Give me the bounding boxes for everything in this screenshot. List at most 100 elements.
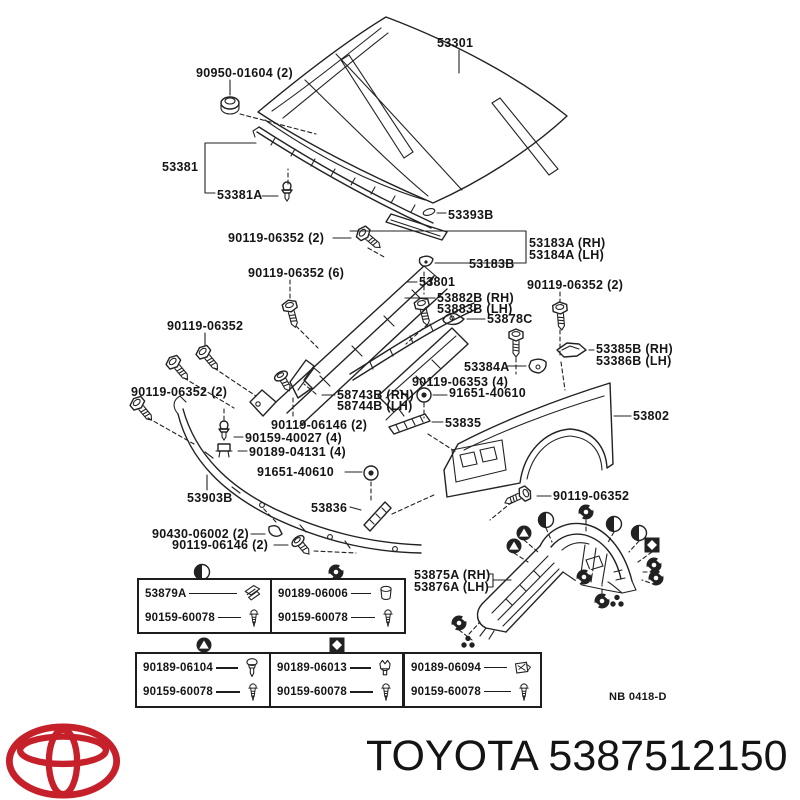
label-91651-40610-lower: 91651-40610 [257, 465, 334, 479]
assembly-dashed-lines [147, 113, 657, 641]
label-53385b: 53385B (RH) [596, 342, 673, 356]
part-number: 90159-60078 [277, 686, 347, 698]
fastener-table-cell-2-2: 90189-06013 90159-60078 [269, 652, 404, 708]
table-row: 90159-60078 [411, 680, 534, 704]
crown-nut-icon [379, 659, 391, 676]
label-53876a: 53876A (LH) [414, 580, 490, 594]
label-90950-01604: 90950-01604 (2) [196, 66, 293, 80]
label-53875a: 53875A (RH) [414, 568, 491, 582]
label-90119-06353: 90119-06353 (4) [412, 375, 509, 389]
hood-moulding-53381 [252, 126, 434, 229]
fender-liner-53875 [476, 522, 637, 640]
table-row: 90189-06104 [143, 656, 263, 680]
three-dots-symbol-icon [461, 635, 475, 648]
strip-53836 [363, 501, 392, 532]
table-row: 53879A [145, 583, 264, 605]
table-row: 90159-60078 [143, 680, 263, 704]
label-53835: 53835 [445, 416, 482, 430]
screw-icon [248, 683, 258, 701]
screw-icon [272, 368, 297, 395]
half-circle-symbol-icon [605, 515, 623, 533]
screw-icon [249, 608, 259, 627]
grommet-91651-icon [363, 465, 379, 481]
label-53381: 53381 [162, 160, 199, 174]
label-90189-04131: 90189-04131 (4) [249, 445, 346, 459]
screw-icon [289, 532, 315, 560]
leader-line [484, 690, 511, 693]
label-53903b: 53903B [187, 491, 233, 505]
fastener-table-cell-1-1: 53879A 90159-60078 [137, 578, 272, 634]
triangle-circle-symbol-icon [506, 538, 522, 554]
grommet-91651-icon [416, 387, 432, 403]
part-number: 90159-60078 [278, 611, 348, 624]
fastener-table-cell-2-3: 90189-06094 90159-60078 [403, 652, 542, 708]
bolt-icon [280, 297, 303, 330]
label-58744b: 58744B (LH) [337, 399, 413, 413]
label-53384a: 53384A [464, 360, 510, 374]
hood-panel-53301 [257, 16, 568, 204]
bolt-icon [163, 352, 194, 385]
label-53836: 53836 [311, 501, 348, 515]
label-90119-06352-right: 90119-06352 (2) [527, 278, 624, 292]
part-number: 90189-06104 [143, 662, 213, 674]
label-90119-06352-left: 90119-06352 [167, 319, 244, 333]
label-90430-06002: 90430-06002 (2) [152, 527, 249, 541]
brand-name: TOYOTA [366, 732, 537, 780]
notched-circle-symbol-icon [576, 503, 596, 521]
label-90119-06352-right-mid: 90119-06352 [553, 489, 630, 503]
label-53882b: 53882B (RH) [437, 291, 514, 305]
label-53393b: 53393B [448, 208, 494, 222]
leader-line [351, 592, 371, 595]
label-53183a: 53183A (RH) [529, 236, 606, 250]
label-53386b: 53386B (LH) [596, 354, 672, 368]
leader-line [189, 592, 237, 595]
rivet-icon [246, 658, 258, 678]
fastener-table-cell-2-1: 90189-06104 90159-60078 [135, 652, 271, 708]
table-row: 90159-60078 [277, 680, 396, 704]
notched-circle-symbol-icon [449, 614, 469, 632]
fastener-table-cell-1-2: 90189-06006 90159-60078 [270, 578, 406, 634]
grommet-90950-icon [220, 96, 240, 115]
bolt-icon [412, 295, 435, 328]
fender-53802 [443, 382, 614, 498]
bolt-icon [508, 328, 524, 358]
notched-circle-symbol-icon [574, 568, 594, 586]
label-90119-06146-lower: 90119-06146 (2) [172, 538, 269, 552]
part-number: 90159-60078 [143, 686, 213, 698]
diamond-square-symbol-icon [644, 537, 660, 553]
part-number: 90189-06013 [277, 662, 347, 674]
leader-line [216, 667, 238, 669]
bolt-icon [501, 483, 535, 510]
clip-53878c [442, 312, 465, 326]
half-circle-symbol-icon [630, 524, 648, 542]
pad-53393b [422, 208, 436, 216]
square-clip-icon [514, 661, 532, 674]
leader-line [218, 616, 241, 619]
table-row: 90159-60078 [145, 606, 264, 630]
label-90119-06146-upper: 90119-06146 (2) [271, 418, 368, 432]
label-53801: 53801 [419, 275, 456, 289]
table-row: 90189-06006 [278, 583, 398, 605]
front-moulding-53903b [173, 395, 422, 554]
label-53184a: 53184A (LH) [529, 248, 605, 262]
leader-line [351, 616, 375, 619]
triangle-circle-symbol-icon [196, 637, 212, 653]
label-90119-06352-top: 90119-06352 (2) [228, 231, 325, 245]
part-number: 90189-06094 [411, 661, 481, 674]
nut-90189-04131-icon [215, 443, 233, 458]
label-58743b: 58743B (RH) [337, 388, 414, 402]
label-53301: 53301 [437, 36, 474, 50]
clip-53384a [528, 358, 547, 374]
half-circle-symbol-icon [537, 511, 555, 529]
screw-icon [383, 608, 393, 627]
label-53878c: 53878C [487, 312, 533, 326]
part-number: 90159-60078 [145, 611, 215, 624]
table-row: 90189-06094 [411, 657, 534, 679]
footer-part-number: 5387512150 [548, 732, 788, 780]
screw-icon [519, 682, 529, 701]
grommet-icon [380, 585, 392, 600]
diamond-square-symbol-icon [329, 637, 345, 653]
fastener-icons [127, 96, 570, 560]
label-90119-06352-farleft: 90119-06352 (2) [131, 385, 228, 399]
